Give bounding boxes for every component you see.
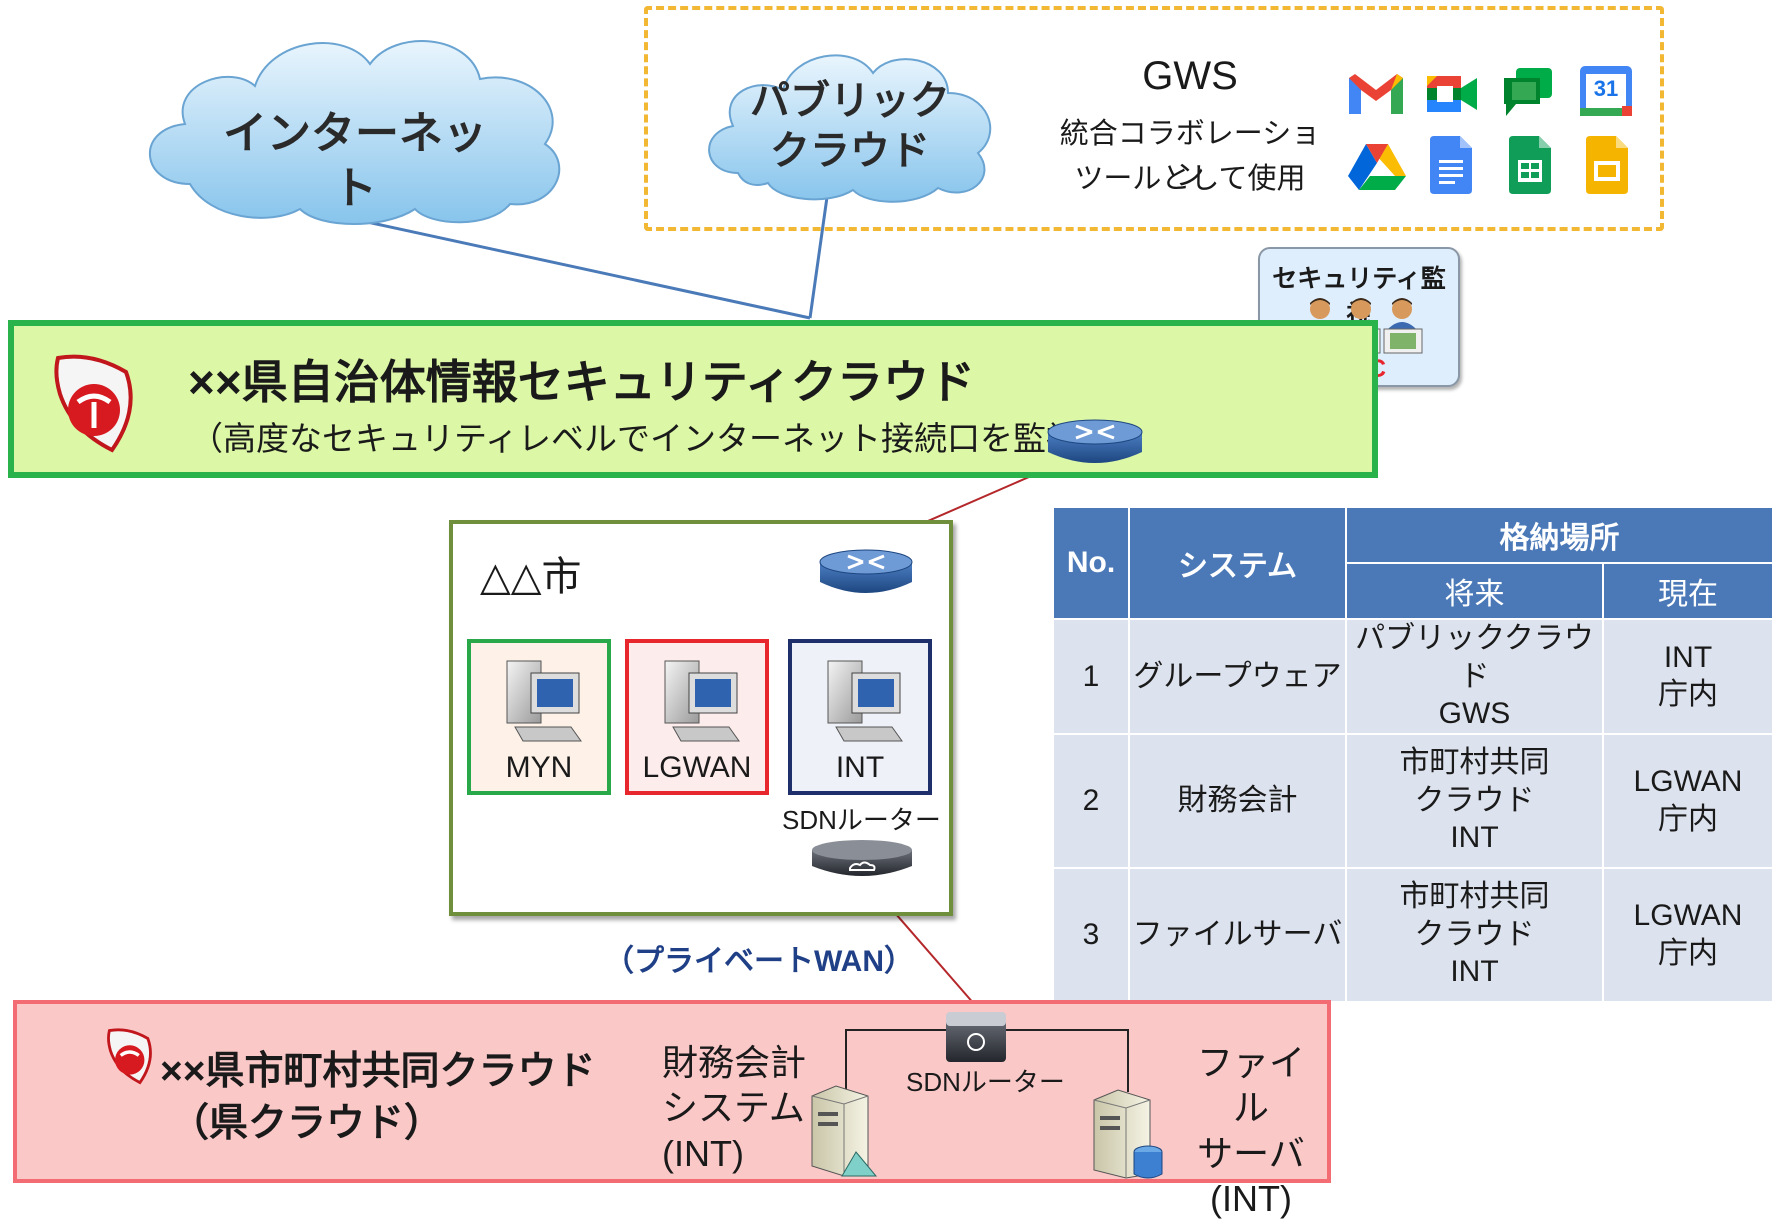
row-no: 2	[1054, 734, 1128, 867]
row-system: 財務会計	[1130, 734, 1345, 867]
terminal-lgwan[interactable]: LGWAN	[625, 639, 769, 795]
public-cloud	[708, 54, 992, 203]
terminal-myn-label: MYN	[505, 751, 573, 784]
internet-label: インターネット	[223, 109, 487, 213]
terminal-int-label: INT	[835, 751, 885, 784]
finance-system-label: 財務会計 システム (INT)	[662, 1042, 807, 1174]
terminal-lgwan-label: LGWAN	[642, 751, 752, 784]
private-wan-label: （プライベートWAN）	[604, 945, 914, 978]
prefecture-router-icon	[1047, 419, 1143, 463]
docs-icon[interactable]	[1428, 136, 1474, 194]
public-cloud-line1: パブリック	[750, 79, 950, 123]
terminal-myn[interactable]: MYN	[467, 639, 611, 795]
header-system: システム	[1130, 508, 1345, 618]
chat-icon[interactable]	[1500, 64, 1556, 120]
municipal-lan-lines	[845, 1029, 1129, 1132]
slides-icon[interactable]	[1584, 136, 1630, 194]
pc-icon	[506, 660, 582, 742]
row-system: ファイルサーバ	[1130, 868, 1345, 1001]
sheets-icon[interactable]	[1507, 136, 1553, 194]
header-future: 将来	[1347, 564, 1602, 618]
municipal-sdn-router-label: SDNルーター	[906, 1067, 1065, 1097]
row-no: 3	[1054, 868, 1128, 1001]
header-no: No.	[1054, 508, 1128, 618]
gws-desc-line2: ツールとして使用	[1074, 163, 1306, 195]
header-current: 現在	[1604, 564, 1772, 618]
drive-icon[interactable]	[1346, 140, 1408, 192]
gws-box	[644, 6, 1664, 231]
trend-micro-logo	[54, 354, 133, 453]
meet-icon[interactable]	[1423, 70, 1481, 118]
prefecture-cloud-subtitle: （高度なセキュリティレベルでインターネット接続口を監視）	[190, 420, 1113, 457]
terminal-int[interactable]: INT	[788, 639, 932, 795]
trend-micro-logo-small	[107, 1028, 152, 1085]
row-system: グループウェア	[1130, 620, 1345, 733]
prefecture-cloud-title: ××県自治体情報セキュリティクラウド	[188, 356, 975, 408]
file-server-label: ファイル サーバ (INT)	[1196, 1042, 1305, 1220]
gws-title: GWS	[1142, 54, 1238, 98]
municipal-cloud-title: ××県市町村共同クラウド	[160, 1050, 596, 1093]
city-router-icon	[819, 549, 913, 593]
file-server-icon	[1093, 1089, 1163, 1179]
pc-icon	[664, 660, 740, 742]
finance-server-icon	[811, 1085, 878, 1177]
municipal-cloud-subtitle: （県クラウド）	[170, 1102, 444, 1145]
city-sdn-router-label: SDNルーター	[782, 805, 941, 835]
public-cloud-label: パブリック クラウド	[740, 76, 960, 176]
internet-link	[357, 218, 811, 320]
calendar-day: 31	[1593, 76, 1619, 101]
city-name: △△市	[480, 555, 582, 599]
header-location: 格納場所	[1347, 508, 1772, 562]
gws-desc-line1: 統合コラボレーション	[1059, 118, 1321, 192]
gmail-icon[interactable]	[1345, 70, 1407, 116]
public-cloud-link	[808, 189, 830, 319]
row-no: 1	[1054, 620, 1128, 733]
pc-icon	[827, 660, 903, 742]
municipal-sdn-router-icon	[946, 1012, 1006, 1062]
city-sdn-router-icon	[812, 840, 912, 876]
internet-cloud	[148, 40, 561, 225]
prefecture-security-cloud	[8, 320, 1378, 478]
calendar-icon[interactable]: 31	[1580, 66, 1632, 116]
public-cloud-line2: クラウド	[770, 129, 930, 173]
